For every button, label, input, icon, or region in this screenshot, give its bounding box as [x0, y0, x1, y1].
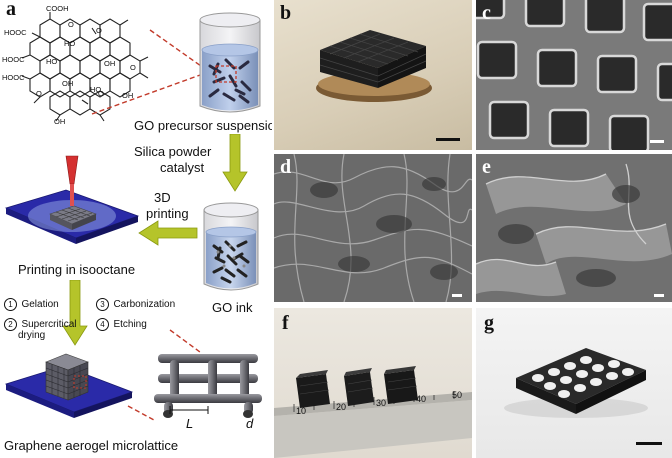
scale-bar — [654, 294, 664, 297]
step-text: Etching — [113, 319, 147, 330]
chem-label: OH — [104, 59, 115, 68]
printing-isooctane-label: Printing in isooctane — [18, 262, 136, 277]
go-ink-beaker — [203, 202, 259, 291]
chem-label: O — [130, 63, 136, 72]
dimension-L: L — [186, 416, 194, 431]
step-number-circle: 3 — [96, 298, 109, 311]
panel-label-e: e — [482, 156, 491, 178]
step-text: Carbonization — [113, 299, 176, 310]
go-precursor-label: GO precursor suspension — [134, 118, 283, 133]
ruler-tick-label: 40 — [416, 394, 427, 404]
honeycomb-lattice-photo — [504, 348, 648, 418]
go-ink-label: GO ink — [212, 300, 253, 315]
ruler-tick-label: 10 — [296, 406, 307, 416]
ruler-tick-label: 20 — [336, 402, 347, 412]
step-text-continued: drying — [18, 330, 46, 341]
ruler-tick-label: 50 — [452, 390, 463, 400]
chem-label: HOOC — [2, 73, 25, 82]
graphene-oxide-structure: COOH HOOC HOOC HOOC HO HO OH OH HO OH OH… — [2, 4, 149, 125]
down-arrow-icon — [62, 280, 88, 346]
aerogel-substrate — [4, 353, 134, 418]
panel-label-f: f — [282, 312, 289, 334]
final-lattice-label: Graphene aerogel microlattice — [4, 438, 179, 453]
panel-label-c: c — [482, 2, 491, 24]
panel-label-a: a — [6, 0, 16, 20]
panel-d-sem: d — [274, 154, 472, 302]
ruler-tick-label: 30 — [376, 398, 387, 408]
chem-label: OH — [54, 117, 65, 125]
silica-label-line1: Silica powder — [134, 144, 212, 159]
scale-bar — [436, 138, 460, 141]
silica-label-line2: catalyst — [160, 160, 205, 175]
step-text: Gelation — [21, 299, 59, 310]
panel-c-sem: c — [476, 0, 672, 150]
lattice-rods-detail — [154, 354, 262, 418]
panel-a: a — [0, 0, 282, 458]
step-number-circle: 1 — [4, 298, 17, 311]
panel-label-b: b — [280, 2, 292, 24]
down-arrow-icon — [222, 134, 248, 192]
chem-label: O — [36, 89, 42, 98]
scale-bar — [650, 140, 664, 143]
chem-label: HO — [46, 57, 57, 66]
panel-label-g: g — [484, 312, 494, 334]
step-1: 1 Gelation — [4, 294, 59, 312]
chem-label: COOH — [46, 4, 69, 13]
printing-label-line1: 3D — [154, 190, 171, 205]
dimension-d: d — [246, 416, 254, 431]
printing-label-line2: printing — [146, 206, 189, 221]
scale-bar — [636, 442, 662, 445]
precursor-beaker — [199, 12, 261, 113]
panel-divider — [272, 0, 274, 458]
ruler-samples-photo — [274, 366, 472, 458]
panel-f-photo: f 10 20 30 40 50 — [274, 308, 472, 458]
sem-microstructure-image — [274, 154, 472, 302]
panel-label-d: d — [280, 156, 292, 178]
left-arrow-icon — [138, 220, 198, 246]
chem-label: O — [68, 20, 74, 29]
lattice-on-coin-photo — [316, 30, 432, 102]
step-2: 2 Supercritical — [4, 314, 76, 332]
printing-substrate — [4, 155, 140, 244]
sem-sheets-image — [476, 154, 672, 302]
panel-e-sem: e — [476, 154, 672, 302]
scale-bar — [452, 294, 462, 297]
chem-label: O — [98, 89, 104, 98]
sem-lattice-image — [476, 0, 672, 150]
chem-label: OH — [62, 79, 73, 88]
step-number-circle: 2 — [4, 318, 17, 331]
panel-b-photo: b — [274, 0, 472, 150]
chem-label: HOOC — [2, 55, 25, 64]
chem-label: HO — [90, 85, 101, 94]
step-3: 3 Carbonization — [96, 294, 175, 312]
chem-label: OH — [122, 91, 133, 100]
panel-g-photo: g — [476, 308, 672, 458]
chem-label: O — [96, 26, 102, 35]
step-text: Supercritical — [21, 319, 77, 330]
step-number-circle: 4 — [96, 318, 109, 331]
chem-label: HOOC — [4, 28, 27, 37]
chem-label: HO — [64, 39, 75, 48]
step-4: 4 Etching — [96, 314, 147, 332]
